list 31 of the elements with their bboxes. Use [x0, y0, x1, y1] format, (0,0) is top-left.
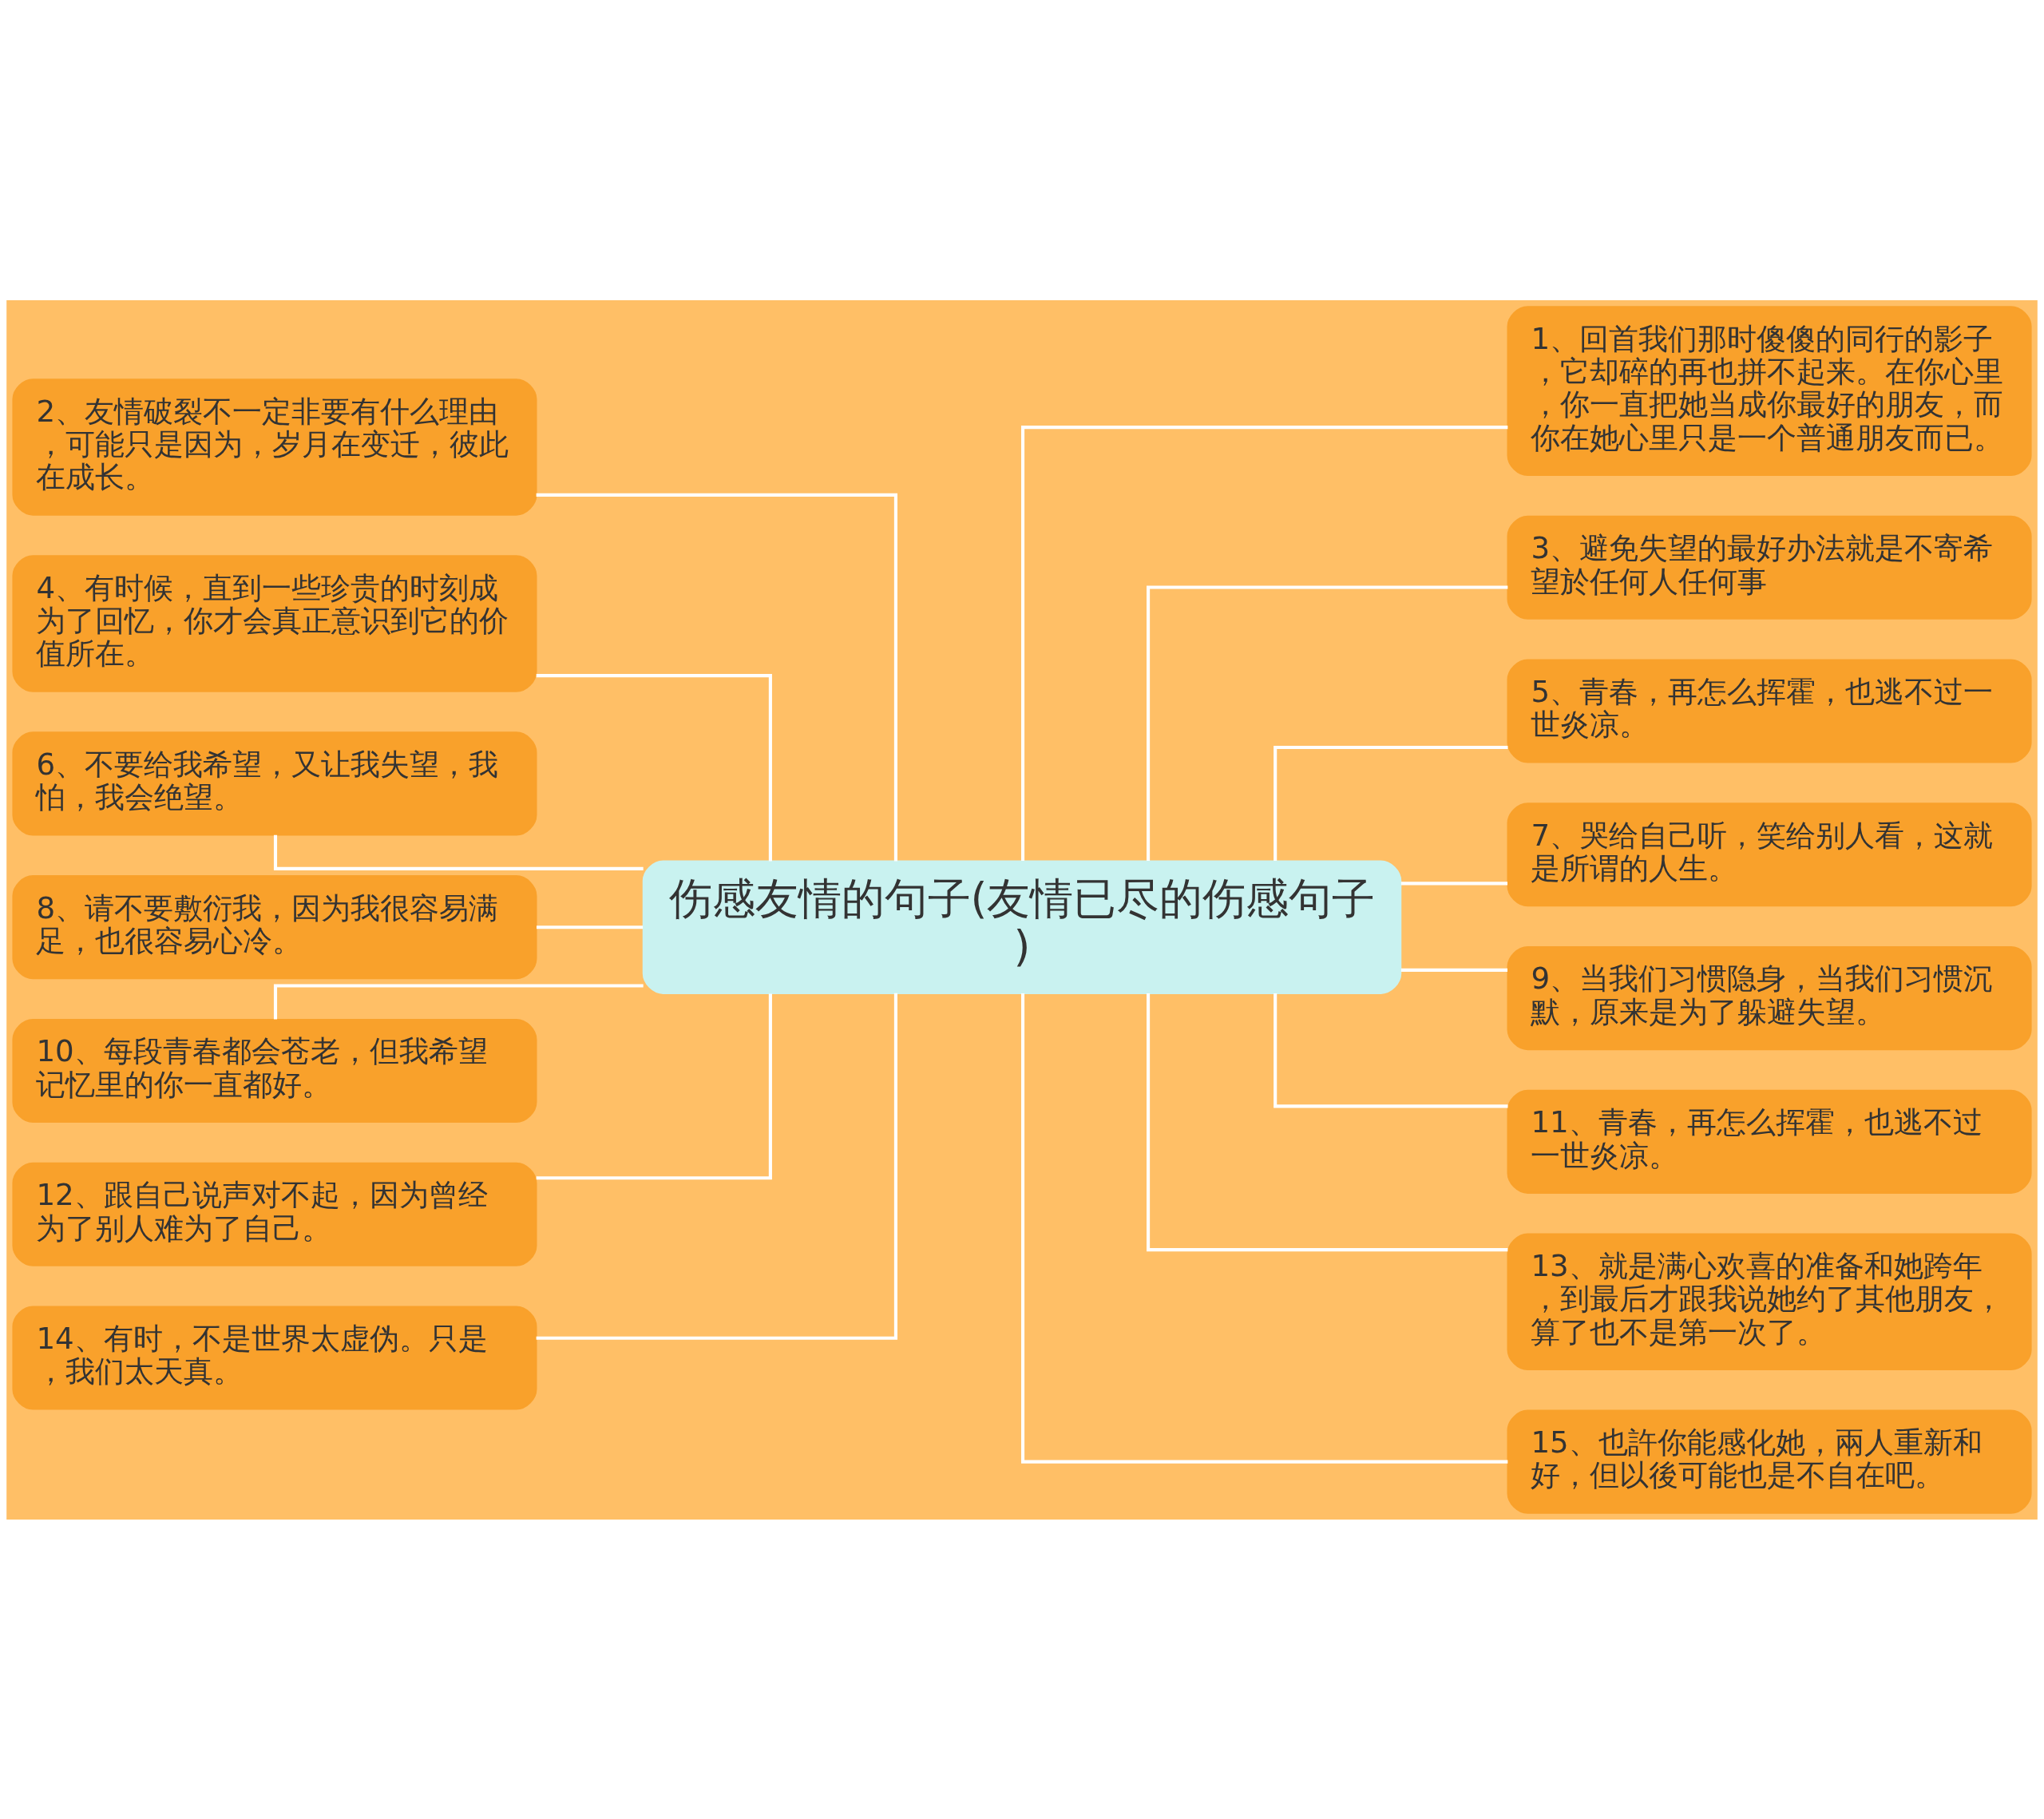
node-box: 6、不要给我希望，又让我失望，我怕，我会绝望。: [12, 731, 537, 835]
node-box: 15、也許你能感化她，兩人重新和好，但以後可能也是不自在吧。: [1507, 1409, 2032, 1514]
connector: [1020, 993, 1508, 1464]
node-box: 2、友情破裂不一定非要有什么理由，可能只是因为，岁月在变迁，彼此在成长。: [12, 378, 537, 516]
connector: [273, 834, 644, 870]
connector: [536, 925, 644, 929]
connector: [1147, 585, 1508, 861]
node-box: 10、每段青春都会苍老，但我希望记忆里的你一直都好。: [12, 1018, 537, 1123]
node-box: 1、回首我们那时傻傻的同行的影子，它却碎的再也拼不起来。在你心里，你一直把她当成你最好的朋友，而你在她心里只是一个普通朋友而已。: [1507, 305, 2032, 476]
node-box: 12、跟自己说声对不起，因为曾经为了别人难为了自己。: [12, 1162, 537, 1266]
connector: [1400, 968, 1508, 972]
connector: [1274, 993, 1508, 1108]
connector: [536, 993, 897, 1340]
node-box: 7、哭给自己听，笑给别人看，这就是所谓的人生。: [1507, 802, 2032, 906]
node-box: 伤感友情的句子(友情已尽的伤感句子): [642, 860, 1402, 994]
connector: [1147, 993, 1508, 1251]
connector: [1020, 425, 1508, 861]
node-box: 8、请不要敷衍我，因为我很容易满足，也很容易心冷。: [12, 874, 537, 979]
node-box: 4、有时候，直到一些珍贵的时刻成为了回忆，你才会真正意识到它的价值所在。: [12, 554, 537, 692]
connector: [536, 493, 897, 861]
connector: [536, 993, 772, 1179]
node-box: 5、青春，再怎么挥霍，也逃不过一世炎凉。: [1507, 658, 2032, 763]
node-box: 3、避免失望的最好办法就是不寄希望於任何人任何事: [1507, 515, 2032, 620]
connector: [536, 673, 772, 861]
connector: [1400, 881, 1508, 885]
node-box: 13、就是满心欢喜的准备和她跨年，到最后才跟我说她约了其他朋友，算了也不是第一次了。: [1507, 1233, 2032, 1370]
connector: [1274, 745, 1508, 861]
node-box: 9、当我们习惯隐身，当我们习惯沉默，原来是为了躲避失望。: [1507, 945, 2032, 1050]
connector: [273, 984, 644, 1020]
node-box: 11、青春，再怎么挥霍，也逃不过一世炎凉。: [1507, 1089, 2032, 1194]
node-box: 14、有时，不是世界太虚伪。只是，我们太天真。: [12, 1305, 537, 1410]
